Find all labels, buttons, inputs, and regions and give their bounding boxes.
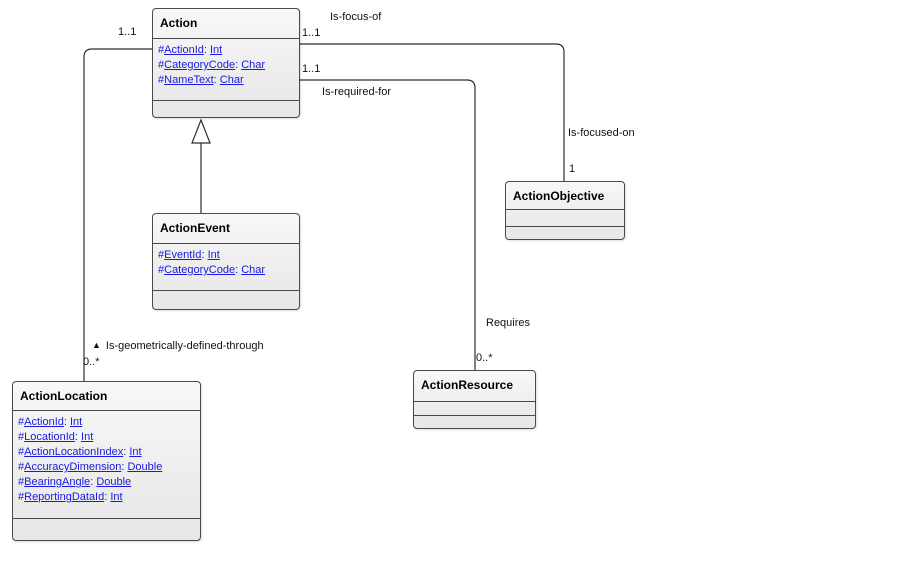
class-operations [506, 227, 624, 239]
class-operations [414, 416, 535, 428]
generalization-arrowhead-icon [191, 118, 211, 144]
attribute-row: #NameText: Char [158, 74, 244, 86]
attribute-row: #EventId: Int [158, 249, 220, 261]
multiplicity-focus-target: 1 [569, 163, 576, 175]
class-action[interactable]: Action #ActionId: Int #CategoryCode: Char… [152, 8, 300, 118]
attribute-row: #LocationId: Int [18, 431, 94, 443]
class-attributes [506, 210, 624, 227]
attribute-row: #BearingAngle: Double [18, 476, 132, 488]
label-requires: Requires [486, 317, 531, 329]
generalization-edge[interactable] [191, 118, 211, 213]
attribute-row: #ActionId: Int [158, 44, 223, 56]
label-is-required-for: Is-required-for [322, 86, 392, 98]
class-attributes: #ActionId: Int #LocationId: Int #ActionLoc… [13, 411, 200, 519]
class-action-objective[interactable]: ActionObjective [505, 181, 625, 240]
class-action-resource[interactable]: ActionResource [413, 370, 536, 429]
association-is-required-for[interactable] [300, 79, 476, 370]
multiplicity-required-target: 0..* [476, 352, 493, 364]
attribute-row: #ActionLocationIndex: Int [18, 446, 142, 458]
class-action-location[interactable]: ActionLocation #ActionId: Int #LocationId… [12, 381, 201, 541]
attribute-row: #CategoryCode: Char [158, 59, 266, 71]
label-is-geometrically-defined-through: ▲ Is-geometrically-defined-through [92, 340, 264, 352]
association-is-geometrically-defined-through[interactable] [83, 48, 152, 381]
label-text: Is-geometrically-defined-through [105, 340, 264, 352]
class-operations [13, 519, 200, 540]
multiplicity-location-target: 0..* [83, 356, 100, 368]
attribute-row: #ActionId: Int [18, 416, 83, 428]
class-title: ActionObjective [506, 182, 624, 210]
direction-triangle-icon: ▲ [92, 340, 101, 350]
class-operations [153, 291, 299, 309]
label-is-focus-of: Is-focus-of [330, 11, 382, 23]
label-is-focused-on: Is-focused-on [568, 127, 635, 139]
class-title: ActionLocation [13, 382, 200, 411]
multiplicity-required-source: 1..1 [302, 63, 321, 75]
class-operations [153, 101, 299, 117]
class-action-event[interactable]: ActionEvent #EventId: Int #CategoryCode: … [152, 213, 300, 310]
multiplicity-location-source: 1..1 [118, 26, 137, 38]
attribute-row: #CategoryCode: Char [158, 264, 266, 276]
association-is-focus-of[interactable] [300, 43, 565, 181]
class-title: ActionEvent [153, 214, 299, 244]
attribute-row: #ReportingDataId: Int [18, 491, 123, 503]
multiplicity-focus-source: 1..1 [302, 27, 321, 39]
class-attributes [414, 402, 535, 416]
class-title: ActionResource [414, 371, 535, 402]
class-attributes: #EventId: Int #CategoryCode: Char [153, 244, 299, 291]
attribute-row: #AccuracyDimension: Double [18, 461, 163, 473]
class-attributes: #ActionId: Int #CategoryCode: Char #NameTe… [153, 39, 299, 101]
class-title: Action [153, 9, 299, 39]
